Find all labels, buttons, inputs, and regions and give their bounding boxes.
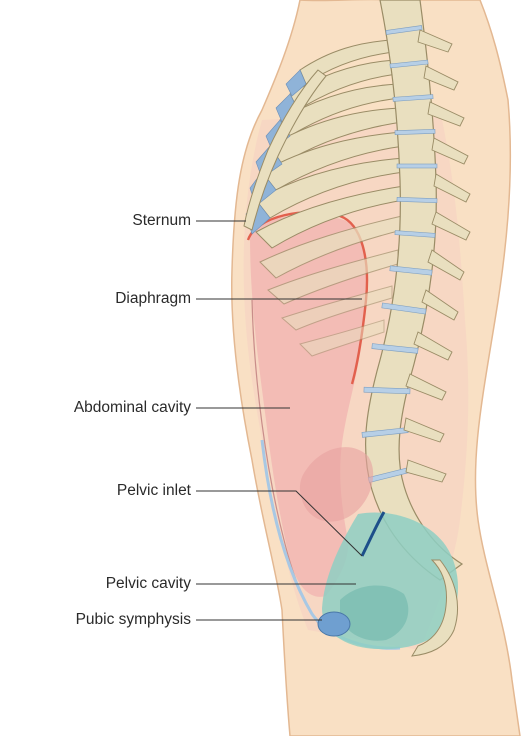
pelvic-inlet-line xyxy=(360,511,386,557)
label-sternum: Sternum xyxy=(132,212,191,229)
pelvic-cavity-shade xyxy=(340,585,409,641)
leader-lines xyxy=(196,220,363,621)
label-pubic-symphysis: Pubic symphysis xyxy=(75,611,191,628)
sternum-bone xyxy=(243,69,327,231)
sacrum xyxy=(411,559,458,657)
label-abdominal-cavity: Abdominal cavity xyxy=(73,399,191,416)
leader-inlet xyxy=(196,490,363,557)
label-pelvic-inlet: Pelvic inlet xyxy=(116,482,191,499)
label-diaphragm: Diaphragm xyxy=(115,290,191,307)
pubic-symphysis-shape xyxy=(317,611,351,637)
vertebral-column xyxy=(361,0,471,581)
label-pelvic-cavity: Pelvic cavity xyxy=(105,575,191,592)
pelvic-viscera xyxy=(299,447,374,522)
